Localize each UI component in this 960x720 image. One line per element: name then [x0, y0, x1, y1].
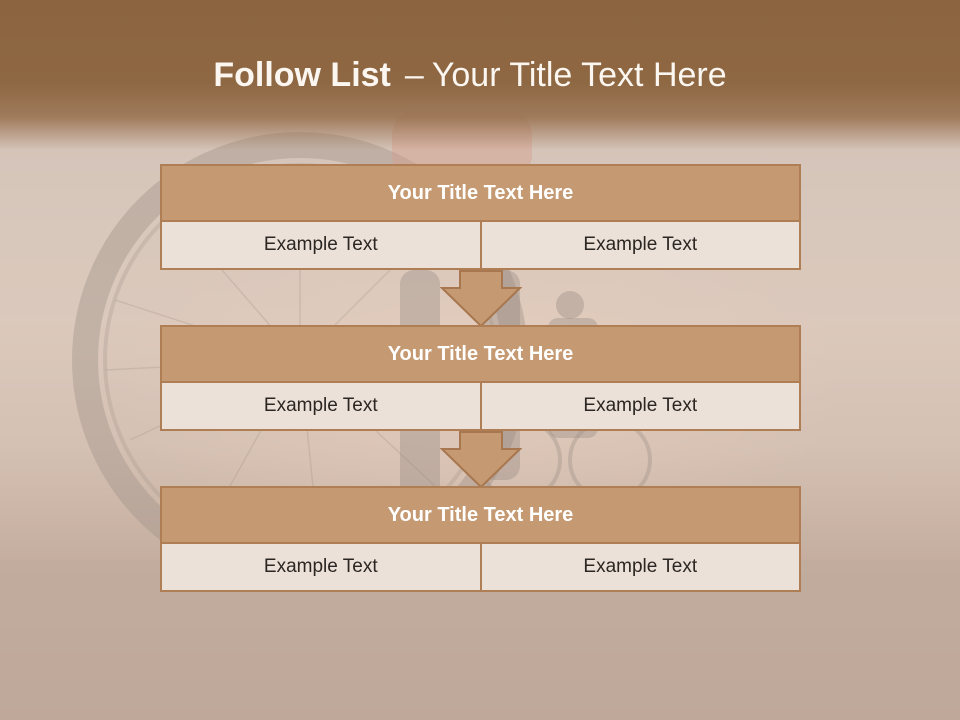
down-arrow-icon [440, 431, 522, 489]
slide-title: Follow List–Your Title Text Here [0, 52, 940, 98]
block-title: Your Title Text Here [162, 327, 799, 383]
slide-title-rest: Your Title Text Here [431, 56, 727, 94]
header-band [0, 0, 960, 150]
slide-title-bold: Follow List [213, 56, 391, 94]
follow-list-block: Your Title Text Here Example Text Exampl… [160, 325, 801, 431]
block-row: Example Text Example Text [162, 544, 799, 590]
block-cell: Example Text [479, 383, 799, 429]
block-cell: Example Text [162, 383, 480, 429]
block-title: Your Title Text Here [162, 488, 799, 544]
follow-list-block: Your Title Text Here Example Text Exampl… [160, 164, 801, 270]
down-arrow-icon [440, 270, 522, 328]
block-cell: Example Text [162, 222, 480, 268]
block-cell: Example Text [479, 222, 799, 268]
follow-list-block: Your Title Text Here Example Text Exampl… [160, 486, 801, 592]
block-title: Your Title Text Here [162, 166, 799, 222]
block-row: Example Text Example Text [162, 383, 799, 429]
block-cell: Example Text [479, 544, 799, 590]
slide-title-dash: – [404, 56, 424, 94]
block-cell: Example Text [162, 544, 480, 590]
block-row: Example Text Example Text [162, 222, 799, 268]
